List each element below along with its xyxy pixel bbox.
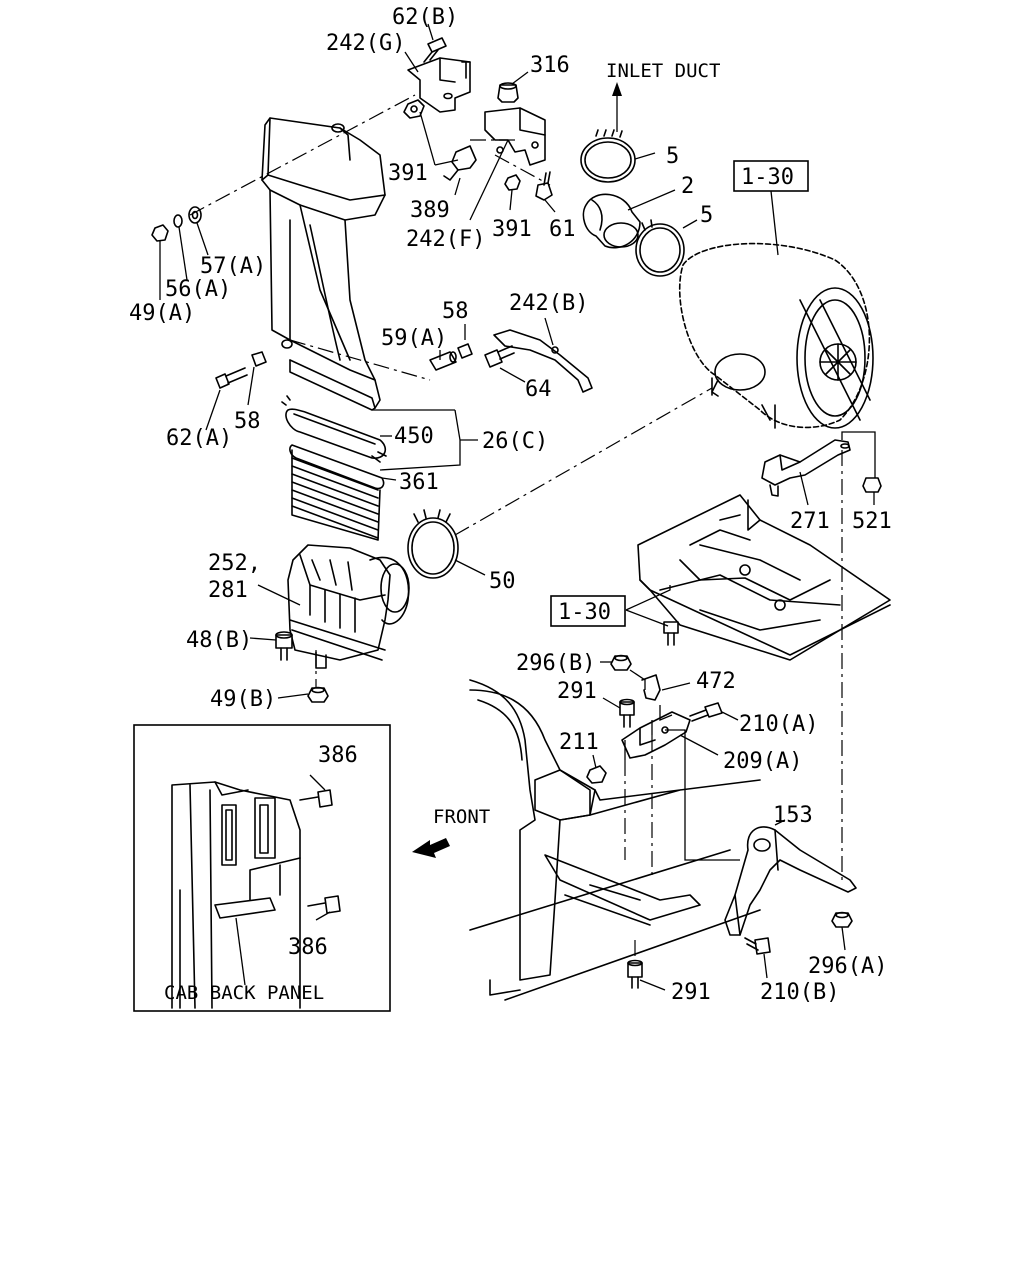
label-386-lower: 386 [288, 935, 328, 960]
label-inlet-duct: INLET DUCT [606, 60, 720, 82]
gasket-450 [281, 395, 387, 463]
label-62b: 62(B) [392, 5, 458, 30]
bracket-242b [493, 329, 593, 393]
cab-pillar [469, 679, 761, 1001]
nut-391b [504, 174, 521, 191]
bracket-209a [621, 711, 691, 759]
nut-521 [862, 477, 882, 493]
bolt-210b [744, 937, 771, 955]
bracket-153 [724, 826, 857, 936]
nut-49b [307, 686, 329, 703]
clamp-5-lower [635, 219, 685, 277]
label-1-30-bottom: 1-30 [558, 600, 611, 625]
label-521: 521 [852, 509, 892, 534]
label-252: 252, [208, 551, 261, 576]
label-391-right: 391 [492, 217, 532, 242]
grommet-316 [497, 82, 519, 103]
label-386-upper: 386 [318, 743, 358, 768]
label-450: 450 [394, 424, 434, 449]
bellows-361 [289, 444, 385, 541]
ref-box-1-30-bottom [550, 595, 626, 627]
bolt-61 [535, 171, 553, 201]
label-242g: 242(G) [326, 31, 405, 56]
bracket-242g [407, 57, 471, 113]
center-lines [189, 94, 843, 960]
clip-389 [443, 145, 477, 181]
label-48b: 48(B) [186, 628, 252, 653]
label-56a: 56(A) [165, 277, 231, 302]
label-26c: 26(C) [482, 429, 548, 454]
inlet-duct-arrow [612, 82, 622, 132]
label-361: 361 [399, 470, 439, 495]
label-50: 50 [489, 569, 516, 594]
label-291-lower: 291 [671, 980, 711, 1005]
label-64: 64 [525, 377, 552, 402]
label-62a: 62(A) [166, 426, 232, 451]
label-472: 472 [696, 669, 736, 694]
label-391-left: 391 [388, 161, 428, 186]
bolt-64 [484, 345, 515, 368]
bolt-62a [215, 367, 248, 389]
washer-58b [251, 351, 267, 367]
bolt-1-30-lower [663, 621, 679, 646]
label-cab-back-panel: CAB BACK PANEL [164, 982, 324, 1004]
nut-49a [151, 224, 169, 242]
spacer-59a [429, 351, 457, 371]
nut-211 [586, 765, 607, 784]
nut-296a [831, 911, 853, 928]
bolt-62b [423, 37, 447, 63]
clamp-50 [407, 509, 459, 579]
leader-lines [159, 23, 876, 991]
label-211: 211 [559, 730, 599, 755]
bolt-291-lower [627, 959, 643, 989]
label-61: 61 [549, 217, 576, 242]
inset-cab-back-panel [133, 724, 391, 1012]
label-59a: 59(A) [381, 326, 447, 351]
label-2: 2 [681, 174, 694, 199]
air-cleaner-assembly [679, 242, 874, 429]
label-291-upper: 291 [557, 679, 597, 704]
label-210b: 210(B) [760, 980, 839, 1005]
bolt-210a [689, 702, 723, 722]
bolt-48b [275, 631, 293, 661]
label-316: 316 [530, 53, 570, 78]
label-210a: 210(A) [739, 712, 818, 737]
washer-58a [457, 343, 473, 359]
hose-2 [582, 193, 641, 249]
label-209a: 209(A) [723, 749, 802, 774]
label-58-lower: 58 [234, 409, 261, 434]
label-296a: 296(A) [808, 954, 887, 979]
label-153: 153 [773, 803, 813, 828]
label-296b: 296(B) [516, 651, 595, 676]
label-49a: 49(A) [129, 301, 195, 326]
bracket-271 [761, 439, 851, 497]
label-58-upper: 58 [442, 299, 469, 324]
label-1-30-top: 1-30 [741, 165, 794, 190]
label-242f: 242(F) [406, 227, 485, 252]
nut-296b [610, 654, 632, 671]
label-5-upper: 5 [666, 144, 679, 169]
label-49b: 49(B) [210, 687, 276, 712]
base-plate [637, 494, 891, 661]
clip-472 [641, 674, 661, 701]
label-389: 389 [410, 198, 450, 223]
label-5-lower: 5 [700, 203, 713, 228]
label-242b: 242(B) [509, 291, 588, 316]
label-281: 281 [208, 578, 248, 603]
clamp-5-upper [580, 129, 636, 183]
washer-56a [173, 214, 183, 228]
label-57a: 57(A) [200, 254, 266, 279]
nut-391a [403, 99, 425, 119]
bolt-291-upper [619, 698, 635, 728]
bracket-242f [484, 107, 546, 166]
front-arrow [412, 838, 450, 858]
washer-57a [188, 206, 202, 224]
label-271: 271 [790, 509, 830, 534]
label-front: FRONT [433, 806, 490, 828]
duct-snorkel [261, 117, 386, 411]
lower-housing-252-281 [287, 544, 410, 669]
part-labels: 62(B) 242(G) 316 INLET DUCT 5 2 5 1-30 3… [129, 5, 892, 1005]
